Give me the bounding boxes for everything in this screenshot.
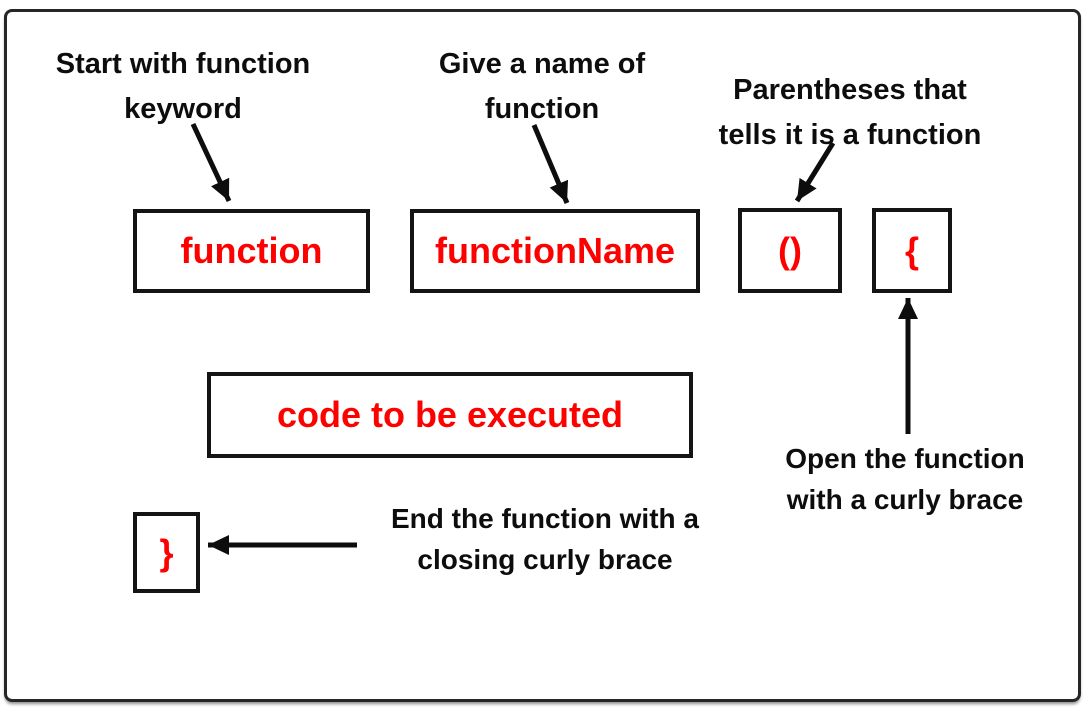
annotation-open-brace: Open the function with a curly brace	[785, 443, 1025, 515]
box-function-name: functionName	[410, 209, 700, 293]
function-name-text: functionName	[434, 230, 675, 271]
open-curly-text: {	[904, 229, 919, 271]
box-parentheses: ()	[738, 208, 842, 293]
close-curly-text: }	[159, 531, 174, 573]
code-body-text: code to be executed	[276, 394, 624, 435]
annotation-give-name: Give a name of function	[438, 48, 646, 125]
box-function-keyword: function	[133, 209, 370, 293]
annotation-close-brace: End the function with a closing curly br…	[391, 503, 699, 575]
box-open-curly: {	[872, 208, 952, 293]
parentheses-text: ()	[778, 229, 802, 271]
box-close-curly: }	[133, 512, 200, 593]
annotation-parentheses: Parentheses that tells it is a function	[718, 74, 982, 151]
annotation-start-keyword: Start with function keyword	[55, 48, 311, 125]
diagram-frame	[4, 9, 1081, 702]
box-code-body: code to be executed	[207, 372, 693, 458]
function-keyword-text: function	[180, 230, 323, 271]
